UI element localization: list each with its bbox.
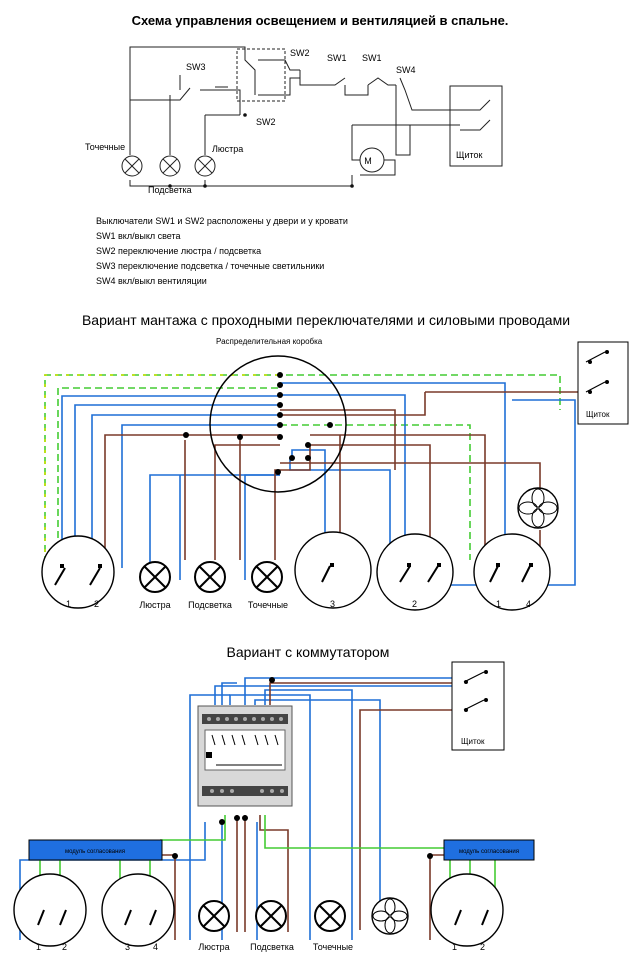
label-sw4: SW4 xyxy=(396,65,416,75)
v2-lamp-spot xyxy=(314,900,346,932)
label-schematic-panel: Щиток xyxy=(456,150,482,160)
label-sw1-b: SW1 xyxy=(362,53,382,63)
sw2-box xyxy=(236,48,286,102)
schematic-panel xyxy=(449,85,503,167)
page-title: Схема управления освещением и вентиляцие… xyxy=(132,13,509,28)
switch-box-3 xyxy=(294,531,372,609)
v2-switch-box-1-2 xyxy=(13,873,87,947)
v1-switch-label-1: 1 xyxy=(66,599,71,609)
v1-lamp-backlight xyxy=(194,561,226,593)
v1-lamp-spot xyxy=(251,561,283,593)
v2-switch-box-3-4 xyxy=(101,873,175,947)
note-5: SW4 вкл/выкл вентиляции xyxy=(96,276,207,286)
din-switch-module xyxy=(197,705,293,807)
v2-fan xyxy=(371,897,409,935)
v2-switch-box-right xyxy=(430,873,504,947)
switch-box-2 xyxy=(376,533,454,611)
junction-box-label: Распределительная коробка xyxy=(216,337,323,346)
variant2-panel xyxy=(451,661,505,751)
v2-lamp-label-backlight: Подсветка xyxy=(250,942,294,952)
label-spot: Точечные xyxy=(85,142,125,152)
v1-switch-label-3: 3 xyxy=(330,599,335,609)
v2-switch-label-2: 2 xyxy=(62,942,67,952)
v2-lamp-label-spot: Точечные xyxy=(313,942,353,952)
module-left xyxy=(28,839,163,861)
module-right-label: модуль согласования xyxy=(459,849,519,855)
schematic-lamp-backlight xyxy=(159,155,181,177)
schematic-lamp-spot xyxy=(121,155,143,177)
v1-lamp-label-backlight: Подсветка xyxy=(188,600,232,610)
v1-switch-label-4: 4 xyxy=(526,599,531,609)
v2-switch-label-1: 1 xyxy=(36,942,41,952)
module-right xyxy=(443,839,535,861)
v1-lamp-label-spot: Точечные xyxy=(248,600,288,610)
variant2-title: Вариант с коммутатором xyxy=(227,644,390,660)
module-left-label: модуль согласования xyxy=(65,849,125,855)
variant1-panel xyxy=(577,341,629,425)
v1-lamp-chandelier xyxy=(139,561,171,593)
label-sw1-a: SW1 xyxy=(327,53,347,63)
switch-box-1-4 xyxy=(473,533,551,611)
v2-lamp-chandelier xyxy=(198,900,230,932)
note-1: Выключатели SW1 и SW2 расположены у двер… xyxy=(96,216,348,226)
label-sw3: SW3 xyxy=(186,62,206,72)
v1-switch-label-2b: 2 xyxy=(412,599,417,609)
v2-switch-label-3: 3 xyxy=(125,942,130,952)
v2-lamp-backlight xyxy=(255,900,287,932)
note-3: SW2 переключение люстра / подсветка xyxy=(96,246,261,256)
junction-box xyxy=(209,355,347,493)
schematic-lamp-chandelier xyxy=(194,155,216,177)
variant1-fan xyxy=(517,487,559,529)
switch-box-1-2 xyxy=(41,535,115,609)
v1-switch-label-2: 2 xyxy=(94,599,99,609)
v2-switch-label-2b: 2 xyxy=(480,942,485,952)
schematic xyxy=(121,46,503,187)
v2-switch-label-1b: 1 xyxy=(452,942,457,952)
label-sw2-top: SW2 xyxy=(290,48,310,58)
junction-nodes xyxy=(183,372,395,553)
v1-switch-label-1b: 1 xyxy=(496,599,501,609)
label-chandelier: Люстра xyxy=(212,144,243,154)
variant2-panel-label: Щиток xyxy=(461,737,485,746)
motor-letter: M xyxy=(364,156,372,166)
label-backlight: Подсветка xyxy=(148,185,192,195)
v1-lamp-label-chandelier: Люстра xyxy=(139,600,170,610)
variant1-wiring xyxy=(44,374,590,586)
label-sw2-bottom: SW2 xyxy=(256,117,276,127)
note-4: SW3 переключение подсветка / точечные св… xyxy=(96,261,324,271)
variant1-panel-label: Щиток xyxy=(586,410,610,419)
variant1-title: Вариант мантажа с проходными переключате… xyxy=(82,312,570,328)
note-2: SW1 вкл/выкл света xyxy=(96,231,181,241)
v2-lamp-label-chandelier: Люстра xyxy=(198,942,229,952)
v2-switch-label-4: 4 xyxy=(153,942,158,952)
